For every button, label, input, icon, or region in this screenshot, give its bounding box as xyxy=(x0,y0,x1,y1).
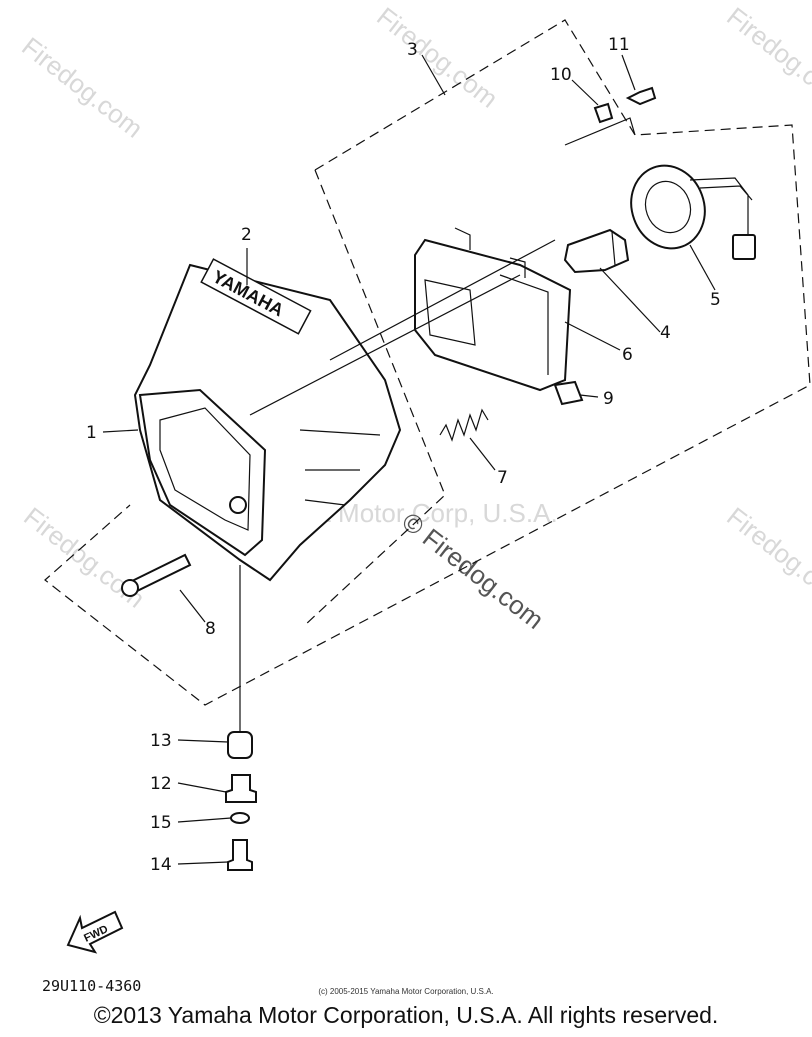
callout-14: 14 xyxy=(150,855,172,875)
collar-12 xyxy=(225,774,257,803)
callout-labels: 1 2 3 4 5 6 7 8 9 10 11 13 12 15 14 xyxy=(86,35,721,875)
fwd-arrow: FWD xyxy=(66,910,124,954)
callout-12: 12 xyxy=(150,774,172,794)
headlight-bulb xyxy=(563,228,630,274)
callout-2: 2 xyxy=(241,225,252,245)
bulb-socket xyxy=(630,164,756,260)
diagram-part-number: 29U110-4360 xyxy=(42,977,142,995)
clip-part xyxy=(593,102,614,124)
watermark-mid-right: Firedog.com xyxy=(721,501,812,614)
headlight-unit xyxy=(414,227,572,392)
assembly-3-outline xyxy=(44,19,811,706)
watermark-top-right: Firedog.com xyxy=(721,1,812,114)
callout-11: 11 xyxy=(608,35,630,55)
small-copyright-line: (c) 2005-2015 Yamaha Motor Corporation, … xyxy=(318,987,494,996)
cowl-mount-hole xyxy=(229,496,247,514)
callout-1: 1 xyxy=(86,423,97,443)
callout-10: 10 xyxy=(550,65,572,85)
callout-6: 6 xyxy=(622,345,633,365)
screw-part xyxy=(625,86,657,106)
nut-part xyxy=(553,380,584,406)
washer-15 xyxy=(230,812,250,824)
callout-13: 13 xyxy=(150,731,172,751)
callout-5: 5 xyxy=(710,290,721,310)
copyright-footer: ©2013 Yamaha Motor Corporation, U.S.A. A… xyxy=(93,1002,719,1028)
callout-9: 9 xyxy=(603,389,614,409)
assembly-3-bracket xyxy=(564,117,636,146)
leader-lines xyxy=(102,54,716,865)
watermark-top-center: Firedog.com xyxy=(371,1,503,114)
callout-3: 3 xyxy=(407,40,418,60)
assembly-3-inner-line xyxy=(304,169,446,626)
callout-4: 4 xyxy=(660,323,671,343)
watermark-top-left: Firedog.com xyxy=(16,31,148,144)
callout-7: 7 xyxy=(497,468,508,488)
adjust-spring xyxy=(439,408,489,442)
grommet-stack xyxy=(225,731,257,871)
callout-15: 15 xyxy=(150,813,172,833)
bolt-8 xyxy=(121,553,192,597)
callout-8: 8 xyxy=(205,619,216,639)
grommet-13 xyxy=(227,731,253,759)
bolt-14 xyxy=(227,839,253,871)
headlight-cowl: YAMAHA xyxy=(133,258,402,582)
